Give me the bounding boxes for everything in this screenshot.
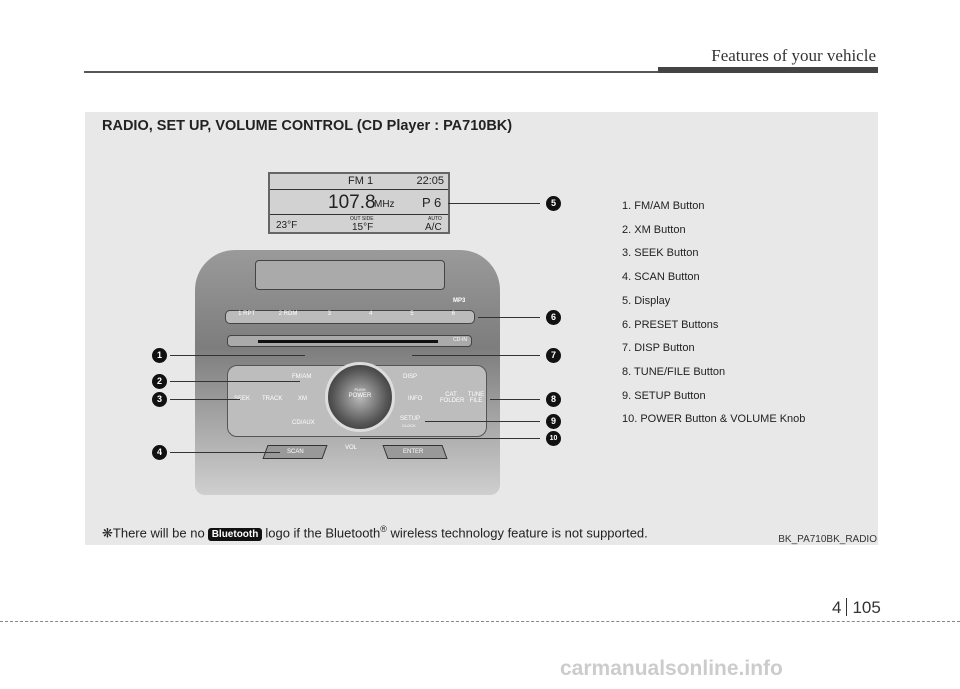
preset-6: 6 bbox=[451, 311, 455, 317]
footer-rule bbox=[0, 621, 960, 622]
mp3-logo: MP3 bbox=[453, 298, 466, 304]
callout-4: 4 bbox=[152, 445, 167, 460]
page: 105 bbox=[852, 598, 881, 617]
outside-label: OUT SIDE bbox=[350, 216, 374, 222]
callout-7: 7 bbox=[546, 348, 561, 363]
legend-item: 4. SCAN Button bbox=[622, 271, 700, 284]
registered-mark: ® bbox=[380, 524, 387, 534]
ac: A/C bbox=[425, 222, 442, 233]
xm-button: XM bbox=[298, 396, 307, 402]
enter-button: ENTER bbox=[403, 449, 424, 455]
image-code: BK_PA710BK_RADIO bbox=[778, 534, 877, 545]
note-text: logo if the Bluetooth bbox=[265, 525, 381, 541]
page-number: 4 105 bbox=[832, 598, 881, 618]
outside-temp: 15°F bbox=[352, 222, 374, 233]
scan-button: SCAN bbox=[287, 449, 304, 455]
push-label: PUSH bbox=[354, 387, 366, 392]
temp: 23°F bbox=[276, 220, 298, 231]
cat-folder-button: CAT FOLDER bbox=[440, 392, 465, 404]
power-label: POWER bbox=[348, 393, 372, 399]
legend-item: 3. SEEK Button bbox=[622, 247, 699, 260]
bluetooth-logo: Bluetooth bbox=[207, 528, 263, 542]
cd-aux-button: CD/AUX bbox=[292, 420, 315, 426]
legend-item: 9. SETUP Button bbox=[622, 389, 706, 402]
header-bar bbox=[658, 67, 878, 73]
hazard-button bbox=[255, 260, 445, 290]
legend-item: 10. POWER Button & VOLUME Knob bbox=[622, 413, 806, 426]
callout-2: 2 bbox=[152, 374, 167, 389]
preset-5: 5 bbox=[410, 311, 414, 317]
legend-item: 2. XM Button bbox=[622, 223, 686, 236]
tune-file-button: TUNE FILE bbox=[467, 392, 485, 404]
callout-1: 1 bbox=[152, 348, 167, 363]
setup-button: SETUP bbox=[400, 416, 421, 422]
info-button: INFO bbox=[408, 396, 423, 402]
frequency: 107.8 bbox=[328, 192, 376, 213]
callout-9: 9 bbox=[546, 414, 561, 429]
clock-label: CLOCK bbox=[402, 423, 416, 428]
section-title: RADIO, SET UP, VOLUME CONTROL (CD Player… bbox=[102, 118, 513, 134]
cd-slot: CD-IN bbox=[227, 335, 472, 347]
legend-item: 8. TUNE/FILE Button bbox=[622, 365, 726, 378]
chapter: 4 bbox=[832, 598, 842, 617]
legend-item: 7. DISP Button bbox=[622, 342, 695, 355]
callout-3: 3 bbox=[152, 392, 167, 407]
note-text: There will be no bbox=[112, 525, 205, 541]
seek-button: SEEK bbox=[234, 396, 251, 402]
auto-label: AUTO bbox=[428, 216, 442, 222]
callout-5: 5 bbox=[546, 196, 561, 211]
preset-4: 4 bbox=[368, 311, 373, 317]
callout-6: 6 bbox=[546, 310, 561, 325]
power-volume-knob: PUSH POWER bbox=[325, 362, 395, 432]
callout-8: 8 bbox=[546, 392, 561, 407]
legend-item: 6. PRESET Buttons bbox=[622, 318, 719, 331]
track-button: TRACK bbox=[262, 396, 283, 402]
callout-10: 10 bbox=[546, 431, 561, 446]
disp-button: DISP bbox=[403, 374, 418, 380]
preset-1: 1 RPT bbox=[238, 311, 256, 317]
cd-in: CD-IN bbox=[453, 337, 467, 343]
header-rule bbox=[84, 71, 878, 73]
vol-label: VOL bbox=[345, 445, 358, 451]
preset-3: 3 bbox=[327, 311, 331, 317]
note-text: wireless technology feature is not suppo… bbox=[386, 525, 648, 541]
preset-2: 2 RDM bbox=[278, 311, 298, 317]
watermark: carmanualsonline.info bbox=[560, 657, 783, 680]
note-symbol: ❋ bbox=[102, 525, 113, 541]
preset-buttons: 1 RPT 2 RDM 3 4 5 6 bbox=[225, 310, 475, 324]
fm-am-button: FM/AM bbox=[292, 374, 312, 380]
legend-item: 1. FM/AM Button bbox=[622, 200, 705, 212]
band: FM 1 bbox=[348, 175, 374, 187]
preset: P 6 bbox=[422, 195, 442, 210]
unit: MHz bbox=[374, 199, 395, 210]
clock: 22:05 bbox=[416, 175, 444, 187]
running-header: Features of your vehicle bbox=[711, 46, 876, 65]
legend-list: 1. FM/AM Button 2. XM Button 3. SEEK But… bbox=[622, 195, 805, 432]
legend-item: 5. Display bbox=[622, 294, 671, 307]
